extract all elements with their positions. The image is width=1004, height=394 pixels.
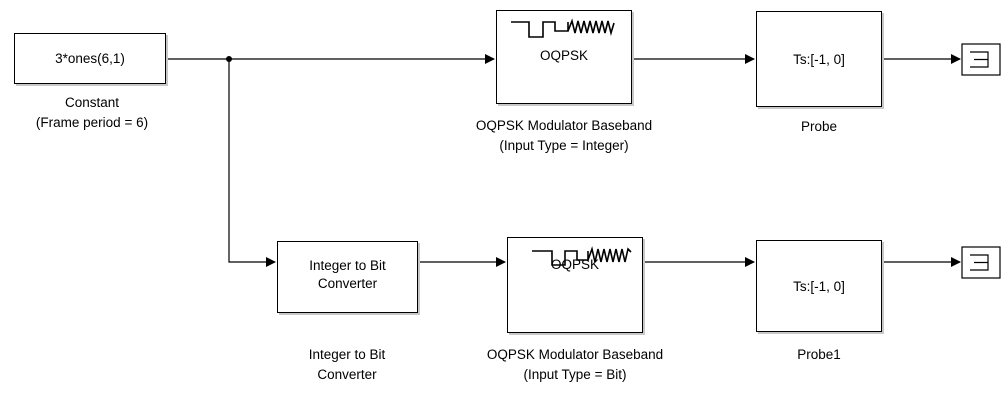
oqpsk-caption-top-detail: (Input Type = Integer) [499, 138, 629, 153]
oqpsk-label-bottom: OQPSK [550, 257, 599, 272]
oqpsk-label-top: OQPSK [539, 48, 588, 63]
oqpsk-caption-top: OQPSK Modulator Baseband (Input Type = I… [476, 116, 652, 156]
probe-caption-top-name: Probe [800, 119, 838, 134]
oqpsk-waveform-icon [511, 18, 615, 38]
probe-block-bottom[interactable]: Ts:[-1, 0] [756, 240, 882, 332]
constant-caption-name: Constant [64, 95, 120, 110]
oqpsk-caption-top-name: OQPSK Modulator Baseband [475, 118, 653, 133]
int2bit-label-line1: Integer to Bit [309, 258, 386, 273]
oqpsk-caption-bottom-name: OQPSK Modulator Baseband [486, 347, 664, 362]
int2bit-label-line2: Converter [317, 276, 378, 291]
probe-caption-top: Probe [801, 117, 837, 137]
constant-caption: Constant (Frame period = 6) [36, 93, 148, 133]
constant-block-label: 3*ones(6,1) [55, 51, 125, 66]
int2bit-caption-line2: Converter [317, 367, 377, 382]
probe-label-top: Ts:[-1, 0] [793, 52, 845, 67]
signal-line-branch-to-int2bit [228, 59, 276, 267]
oqpsk-waveform-icon [532, 246, 632, 266]
int2bit-caption-line1: Integer to Bit [308, 347, 386, 362]
probe-label-bottom: Ts:[-1, 0] [793, 279, 845, 294]
oqpsk-caption-bottom-detail: (Input Type = Bit) [523, 367, 627, 382]
oqpsk-modulator-block-top[interactable]: OQPSK [496, 10, 632, 104]
probe-caption-bottom: Probe1 [797, 345, 841, 365]
constant-caption-detail: (Frame period = 6) [35, 115, 149, 130]
oqpsk-modulator-block-bottom[interactable]: OQPSK [507, 237, 643, 333]
integer-to-bit-converter-block[interactable]: Integer to Bit Converter [277, 241, 418, 313]
terminator-icon[interactable] [961, 246, 1001, 279]
terminator-icon[interactable] [961, 43, 1003, 78]
probe-caption-bottom-name: Probe1 [797, 347, 841, 362]
int2bit-caption: Integer to Bit Converter [309, 345, 386, 385]
constant-block[interactable]: 3*ones(6,1) [14, 33, 166, 84]
oqpsk-caption-bottom: OQPSK Modulator Baseband (Input Type = B… [487, 345, 663, 385]
probe-block-top[interactable]: Ts:[-1, 0] [756, 11, 882, 107]
